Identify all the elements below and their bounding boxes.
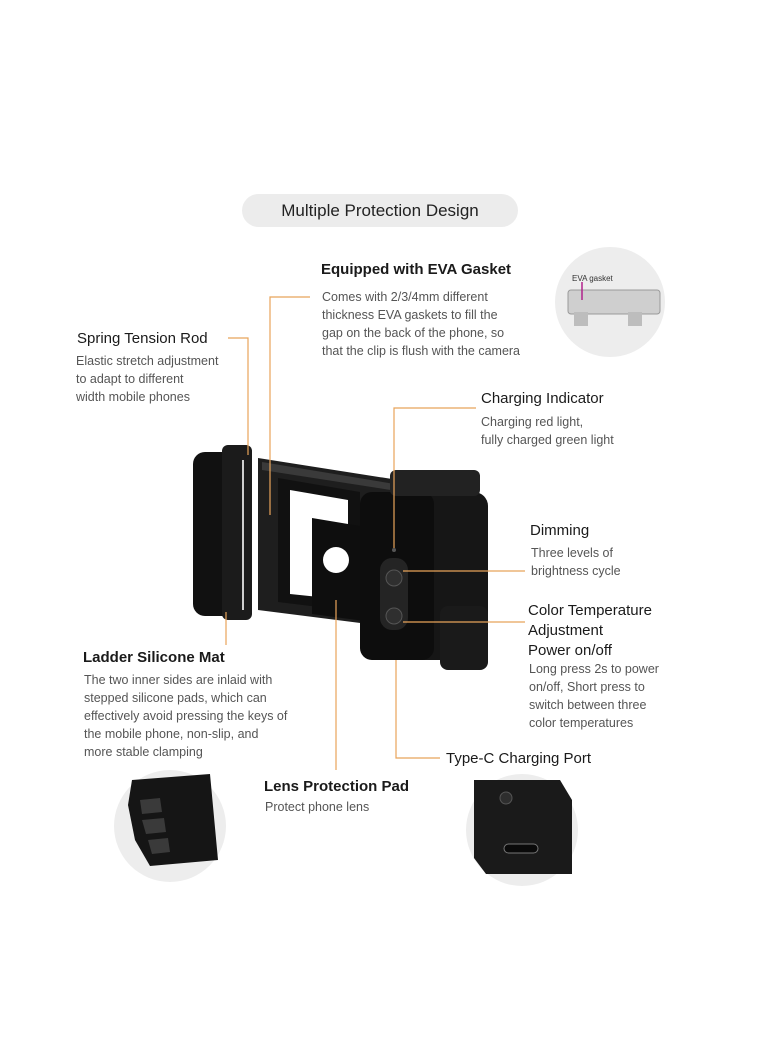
section-title: Multiple Protection Design	[281, 200, 479, 220]
eva-title: Equipped with EVA Gasket	[321, 261, 512, 278]
callout-lines	[225, 296, 525, 770]
phone-clip-light	[193, 445, 488, 670]
ladder-mat-inset	[114, 770, 226, 882]
ladder-description: The two inner sides are inlaid with step…	[84, 673, 288, 759]
spring-title: Spring Tension Rod	[77, 330, 208, 347]
dimming-description: Three levels of brightness cycle	[531, 546, 621, 578]
dimming-title: Dimming	[530, 522, 590, 539]
lens-description: Protect phone lens	[265, 800, 370, 814]
eva-inset-label: EVA gasket	[572, 274, 613, 283]
spring-description: Elastic stretch adjustment to adapt to d…	[76, 354, 219, 404]
eva-description: Comes with 2/3/4mm different thickness E…	[322, 290, 521, 358]
ladder-title: Ladder Silicone Mat	[83, 649, 225, 666]
section-title-pill: Multiple Protection Design	[242, 194, 518, 227]
color-temp-description: Long press 2s to power on/off, Short pre…	[529, 662, 659, 730]
eva-gasket-inset	[555, 247, 665, 357]
lens-title: Lens Protection Pad	[264, 778, 410, 795]
color-temp-title: Color Temperature Adjustment Power on/of…	[528, 602, 652, 659]
typec-title: Type-C Charging Port	[446, 750, 592, 767]
charging-indicator-title: Charging Indicator	[481, 390, 604, 407]
charging-indicator-description: Charging red light, fully charged green …	[481, 415, 614, 447]
typec-port-inset	[466, 774, 578, 886]
